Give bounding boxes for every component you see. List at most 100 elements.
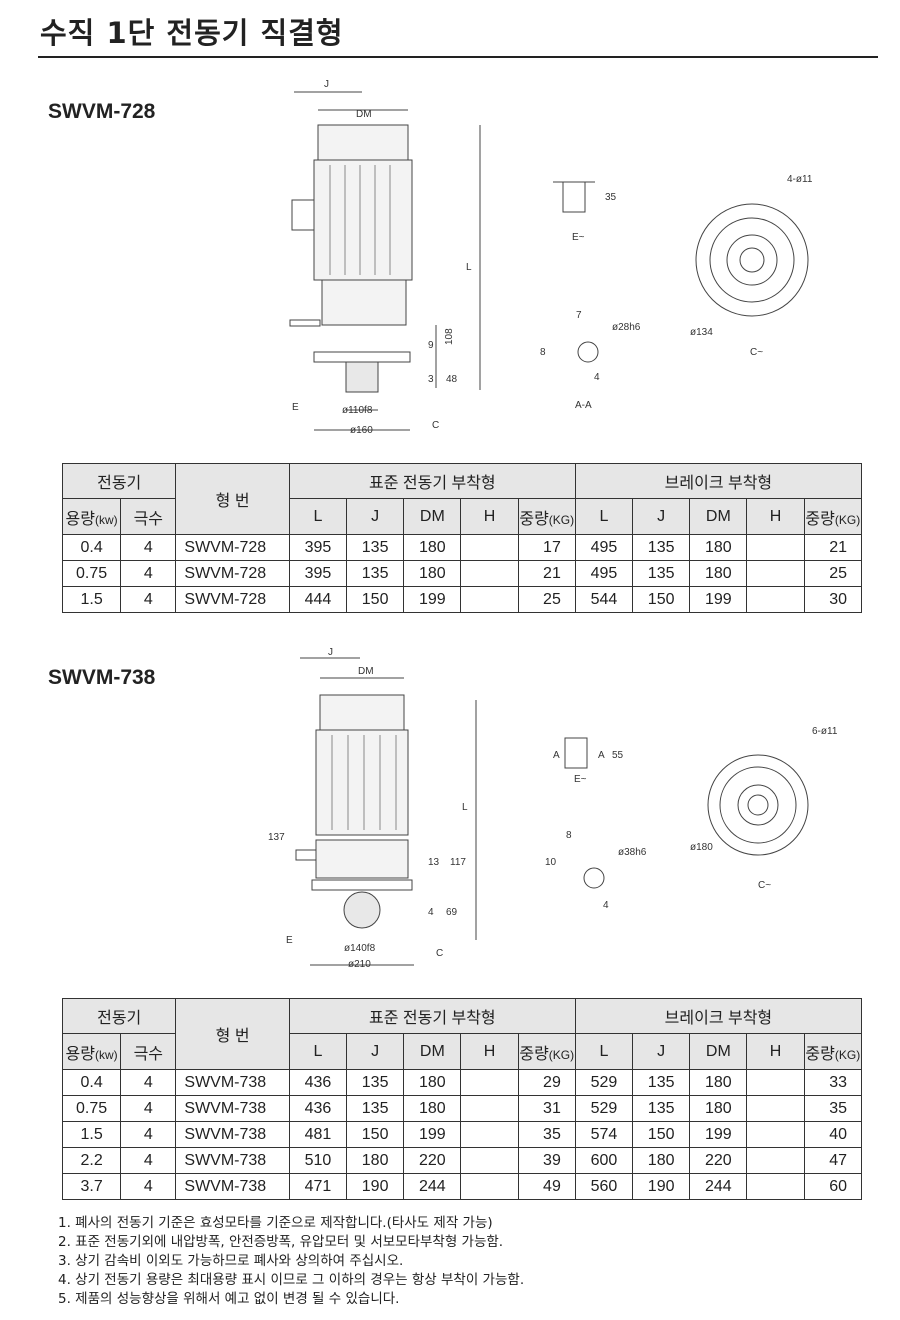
dimension-label: ø210 [348,959,371,970]
cell-W: 25 [517,586,576,613]
dimension-label: 4 [594,372,600,383]
cell-J: 190 [346,1173,405,1200]
cell-J: 135 [346,560,405,587]
header-weight: 중량(KG) [517,498,576,535]
cell-bL: 529 [574,1095,634,1122]
model-title-728: SWVM-728 [48,100,156,123]
dimension-label: J [328,647,333,658]
header-j: J [346,1033,405,1070]
cell-bJ: 190 [632,1173,691,1200]
cell-cap: 0.4 [61,1069,122,1096]
cell-model: SWVM-728 [175,560,290,587]
cell-H [460,534,519,561]
header-l: L [574,498,634,535]
dimension-label: C~ [750,347,763,358]
dim-L: L [466,262,472,273]
cell-W: 21 [517,560,576,587]
cell-DM: 199 [403,586,462,613]
note-item: 3. 상기 감속비 이외도 가능하므로 폐사와 상의하여 주십시오. [58,1253,404,1269]
dimension-label: 8 [540,347,546,358]
cell-model: SWVM-738 [175,1121,290,1148]
dimension-label: 7 [576,310,582,321]
dim-J: J [324,79,329,90]
cell-DM: 180 [403,560,462,587]
cell-poles: 4 [120,560,177,587]
dimension-label: 3 [428,374,434,385]
cell-DM: 180 [403,1069,462,1096]
note-item: 1. 폐사의 전동기 기준은 효성모타를 기준으로 제작합니다.(타사도 제작 … [58,1215,493,1231]
cell-bJ: 150 [632,1121,691,1148]
header-dm: DM [403,498,462,535]
cell-bW: 40 [803,1121,863,1148]
page-title: 수직 1단 전동기 직결형 [40,16,344,50]
dimension-label: 117 [450,857,466,868]
cell-bJ: 135 [632,1095,691,1122]
header-standard: 표준 전동기 부착형 [288,463,576,499]
cell-bW: 35 [803,1095,863,1122]
cell-bJ: 135 [632,560,691,587]
cell-H [460,1069,519,1096]
header-brake: 브레이크 부착형 [574,998,863,1034]
cell-bH [746,534,805,561]
drawing-swvm-728: J DM L 108 9 48 3 ø110f8 ø160 E C 35 E~ … [289,79,813,436]
dimension-label: 9 [428,340,434,351]
header-poles: 극수 [120,498,177,535]
dimension-label: ø134 [690,327,713,338]
cell-model: SWVM-738 [175,1173,290,1200]
dimension-label: 6-ø11 [812,726,838,737]
header-j: J [632,498,691,535]
cell-H [460,1147,519,1174]
cell-W: 17 [517,534,576,561]
header-j: J [346,498,405,535]
drawing-swvm-738: J DM L 137 117 13 69 4 ø140f8 ø210 E C A… [268,647,838,970]
cell-bW: 33 [803,1069,863,1096]
cell-J: 135 [346,534,405,561]
dimension-label: 55 [612,750,624,761]
dimension-label: 4-ø11 [787,174,813,185]
dimension-label: A [598,750,605,761]
cell-model: SWVM-728 [175,534,290,561]
cell-H [460,586,519,613]
cell-bJ: 180 [632,1147,691,1174]
cell-bH [746,1173,805,1200]
dimension-label: E~ [574,774,587,785]
dimension-label: C [432,420,439,431]
cell-poles: 4 [120,1173,177,1200]
note-item: 5. 제품의 성능향상을 위해서 예고 없이 변경 될 수 있습니다. [58,1291,400,1307]
header-motor: 전동기 [61,463,177,499]
cell-cap: 1.5 [61,1121,122,1148]
header-capacity: 용량(kw) [61,1033,122,1070]
cell-bW: 25 [803,560,863,587]
cell-poles: 4 [120,1095,177,1122]
dimension-label: L [462,802,468,813]
cell-L: 395 [288,534,348,561]
header-dm: DM [689,498,748,535]
dimension-label: E~ [572,232,585,243]
cell-bDM: 180 [689,1095,748,1122]
cell-bH [746,560,805,587]
cell-cap: 0.75 [61,1095,122,1122]
note-item: 4. 상기 전동기 용량은 최대용량 표시 이므로 그 이하의 경우는 항상 부… [58,1272,525,1288]
cell-J: 135 [346,1095,405,1122]
cell-cap: 0.75 [61,560,122,587]
cell-bH [746,1147,805,1174]
cell-bW: 60 [803,1173,863,1200]
header-model: 형 번 [175,998,290,1070]
header-h: H [746,498,805,535]
dimension-label: 137 [268,832,285,843]
title-rule [38,56,878,58]
dimension-label: 4 [428,907,434,918]
note-item: 2. 표준 전동기외에 내압방폭, 안전증방폭, 유압모터 및 서보모타부착형 … [58,1234,504,1250]
cell-L: 395 [288,560,348,587]
cell-W: 29 [517,1069,576,1096]
dimension-label: 48 [446,374,458,385]
dimension-label: ø38h6 [618,847,647,858]
header-capacity: 용량(kw) [61,498,122,535]
dimension-label: 108 [444,328,455,345]
